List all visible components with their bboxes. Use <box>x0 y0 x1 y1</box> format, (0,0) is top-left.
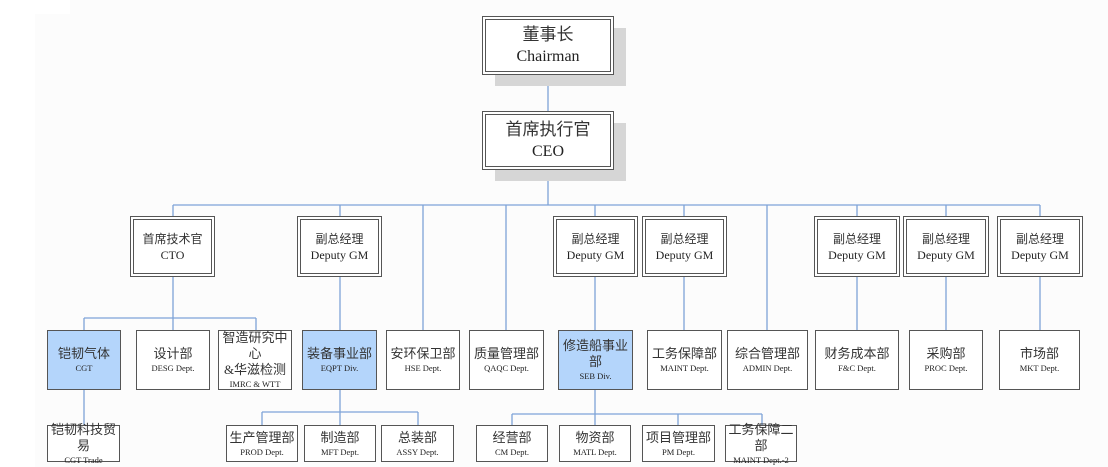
chairman-box[interactable]: 董事长 Chairman <box>482 16 614 75</box>
deputy-gm-en: Deputy GM <box>1011 247 1069 262</box>
dept-qaqc[interactable]: 质量管理部 QAQC Dept. <box>469 330 544 390</box>
dept-zh: 铠韧气体 <box>57 346 110 361</box>
dept-en: ASSY Dept. <box>396 446 439 457</box>
dept-zh: 总装部 <box>397 429 437 445</box>
dept-cm[interactable]: 经营部 CM Dept. <box>476 425 548 462</box>
background-notch <box>0 0 70 14</box>
dept-en: MKT Dept. <box>1019 363 1060 373</box>
cto-box[interactable]: 首席技术官 CTO <box>130 216 215 277</box>
cto-zh: 首席技术官 <box>142 231 203 246</box>
dept-en: CM Dept. <box>495 446 529 457</box>
dept-zh: 安环保卫部 <box>390 346 456 361</box>
dept-hse[interactable]: 安环保卫部 HSE Dept. <box>386 330 460 390</box>
dept-zh: 项目管理部 <box>645 429 711 445</box>
deputy-gm-box-2[interactable]: 副总经理 Deputy GM <box>553 216 638 277</box>
dept-en: PROC Dept. <box>924 363 968 373</box>
deputy-gm-box-4[interactable]: 副总经理 Deputy GM <box>814 216 900 277</box>
ceo-box[interactable]: 首席执行官 CEO <box>482 111 614 170</box>
dept-en: MATL Dept. <box>573 446 617 457</box>
dept-en: MFT Dept. <box>320 446 360 457</box>
deputy-gm-box-3[interactable]: 副总经理 Deputy GM <box>642 216 727 277</box>
dept-en: MAINT Dept. <box>660 363 709 373</box>
dept-zh: 修造船事业部 <box>562 338 628 369</box>
dept-zh-line2: &华滋检测 <box>223 362 287 377</box>
dept-zh: 采购部 <box>926 346 966 361</box>
dept-en: QAQC Dept. <box>484 363 529 373</box>
dept-zh: 工务保障二部 <box>728 421 794 453</box>
dept-admin[interactable]: 综合管理部 ADMIN Dept. <box>727 330 808 390</box>
dept-pm[interactable]: 项目管理部 PM Dept. <box>642 425 715 462</box>
deputy-gm-en: Deputy GM <box>310 247 369 262</box>
deputy-gm-en: Deputy GM <box>917 247 975 262</box>
chairman-en: Chairman <box>516 47 580 65</box>
dept-zh: 生产管理部 <box>229 429 295 445</box>
dept-zh: 制造部 <box>320 429 360 445</box>
deputy-gm-zh: 副总经理 <box>921 231 970 246</box>
deputy-gm-zh: 副总经理 <box>315 231 364 246</box>
dept-mft[interactable]: 制造部 MFT Dept. <box>304 425 376 462</box>
dept-en: SEB Div. <box>579 371 612 381</box>
dept-zh: 物资部 <box>575 429 615 445</box>
dept-matl[interactable]: 物资部 MATL Dept. <box>559 425 631 462</box>
dept-proc[interactable]: 采购部 PROC Dept. <box>909 330 983 390</box>
deputy-gm-en: Deputy GM <box>655 247 714 262</box>
dept-zh: 财务成本部 <box>824 346 890 361</box>
ceo-en: CEO <box>532 142 564 160</box>
dept-en: ADMIN Dept. <box>742 363 793 373</box>
dept-en: EQPT Div. <box>320 363 359 373</box>
dept-en: PROD Dept. <box>240 446 284 457</box>
dept-zh: 市场部 <box>1019 346 1059 361</box>
dept-cgt-trade[interactable]: 铠韧科技贸易 CGT Trade <box>47 421 120 465</box>
dept-zh: 综合管理部 <box>734 346 800 361</box>
deputy-gm-box-1[interactable]: 副总经理 Deputy GM <box>297 216 382 277</box>
dept-zh: 铠韧科技贸易 <box>50 421 116 453</box>
dept-zh: 装备事业部 <box>306 346 372 361</box>
dept-en: F&C Dept. <box>838 363 876 373</box>
dept-en: DESG Dept. <box>151 363 195 373</box>
deputy-gm-zh: 副总经理 <box>832 231 881 246</box>
dept-en: CGT Trade <box>64 454 103 465</box>
dept-eqpt[interactable]: 装备事业部 EQPT Div. <box>302 330 377 390</box>
dept-cgt[interactable]: 铠韧气体 CGT <box>47 330 121 390</box>
chairman-zh: 董事长 <box>522 24 574 44</box>
dept-zh: 智造研究中心 <box>222 330 288 361</box>
dept-desg[interactable]: 设计部 DESG Dept. <box>136 330 210 390</box>
dept-assy[interactable]: 总装部 ASSY Dept. <box>381 425 454 462</box>
dept-maint-2[interactable]: 工务保障二部 MAINT Dept.-2 <box>725 421 797 465</box>
deputy-gm-box-6[interactable]: 副总经理 Deputy GM <box>997 216 1083 277</box>
dept-prod[interactable]: 生产管理部 PROD Dept. <box>226 425 298 462</box>
deputy-gm-en: Deputy GM <box>566 247 625 262</box>
dept-seb[interactable]: 修造船事业部 SEB Div. <box>558 330 633 390</box>
dept-en: HSE Dept. <box>404 363 442 373</box>
dept-en: MAINT Dept.-2 <box>733 454 789 465</box>
dept-imrc[interactable]: 智造研究中心 &华滋检测 IMRC & WTT <box>218 330 292 390</box>
deputy-gm-en: Deputy GM <box>828 247 886 262</box>
deputy-gm-zh: 副总经理 <box>571 231 620 246</box>
dept-fc[interactable]: 财务成本部 F&C Dept. <box>815 330 899 390</box>
dept-mkt[interactable]: 市场部 MKT Dept. <box>999 330 1080 390</box>
dept-zh: 工务保障部 <box>651 346 717 361</box>
dept-en: PM Dept. <box>661 446 696 457</box>
dept-zh: 经营部 <box>492 429 532 445</box>
deputy-gm-box-5[interactable]: 副总经理 Deputy GM <box>903 216 989 277</box>
ceo-zh: 首席执行官 <box>505 119 591 139</box>
cto-en: CTO <box>160 247 185 262</box>
dept-en: IMRC & WTT <box>229 379 281 389</box>
deputy-gm-zh: 副总经理 <box>1015 231 1064 246</box>
deputy-gm-zh: 副总经理 <box>660 231 709 246</box>
dept-zh: 质量管理部 <box>473 346 539 361</box>
dept-en: CGT <box>75 363 93 373</box>
dept-maint[interactable]: 工务保障部 MAINT Dept. <box>647 330 722 390</box>
dept-zh: 设计部 <box>153 346 193 361</box>
